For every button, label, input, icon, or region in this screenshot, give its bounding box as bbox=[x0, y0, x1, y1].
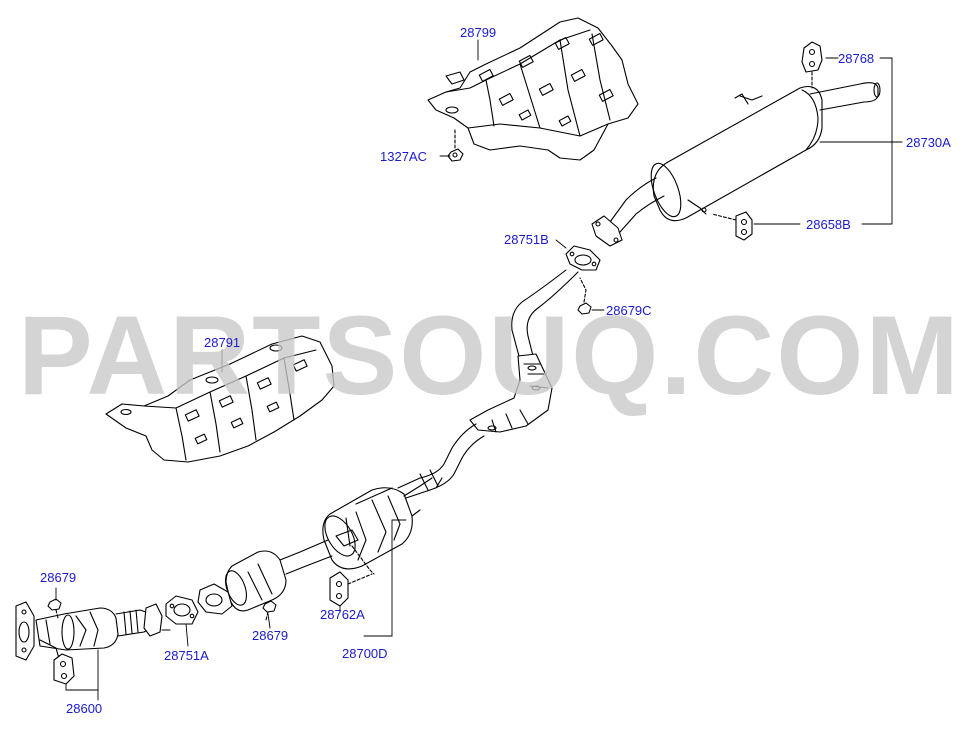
center-pipe bbox=[397, 269, 579, 499]
hanger-28768 bbox=[801, 41, 823, 89]
leader-lines bbox=[55, 39, 903, 701]
callout-28791[interactable]: 28791 bbox=[204, 335, 241, 350]
callout-28751B[interactable]: 28751B bbox=[504, 232, 549, 247]
callout-28799[interactable]: 28799 bbox=[460, 25, 497, 40]
lower-heat-protector-28791 bbox=[105, 335, 335, 463]
muffler-inlet-flange bbox=[591, 215, 623, 247]
hanger-28762A bbox=[329, 571, 373, 607]
front-converter-28600 bbox=[15, 598, 171, 663]
hanger-28658B bbox=[711, 211, 753, 241]
muffler-28730A bbox=[609, 82, 881, 233]
callout-28751A[interactable]: 28751A bbox=[164, 648, 209, 663]
callout-28679C[interactable]: 28679C bbox=[606, 303, 652, 318]
callout-28768[interactable]: 28768 bbox=[838, 51, 875, 66]
hanger-28600 bbox=[53, 653, 75, 685]
nut-28679-mid bbox=[262, 600, 277, 621]
callout-1327AC[interactable]: 1327AC bbox=[380, 149, 427, 164]
catalytic-converter-28700D bbox=[279, 477, 433, 575]
nut-28679C bbox=[577, 277, 592, 315]
callout-28600[interactable]: 28600 bbox=[66, 701, 103, 716]
callout-28679-left[interactable]: 28679 bbox=[40, 570, 77, 585]
callout-28700D[interactable]: 28700D bbox=[342, 646, 388, 661]
callout-28658B[interactable]: 28658B bbox=[806, 217, 851, 232]
gasket-28751A bbox=[165, 595, 199, 625]
callout-28679-mid[interactable]: 28679 bbox=[252, 628, 289, 643]
callout-28762A[interactable]: 28762A bbox=[320, 607, 365, 622]
front-pipe-assembly bbox=[197, 550, 287, 615]
upper-heat-protector-28799 bbox=[427, 17, 639, 161]
callout-28730A[interactable]: 28730A bbox=[906, 135, 951, 150]
gasket-28751B bbox=[565, 245, 601, 271]
